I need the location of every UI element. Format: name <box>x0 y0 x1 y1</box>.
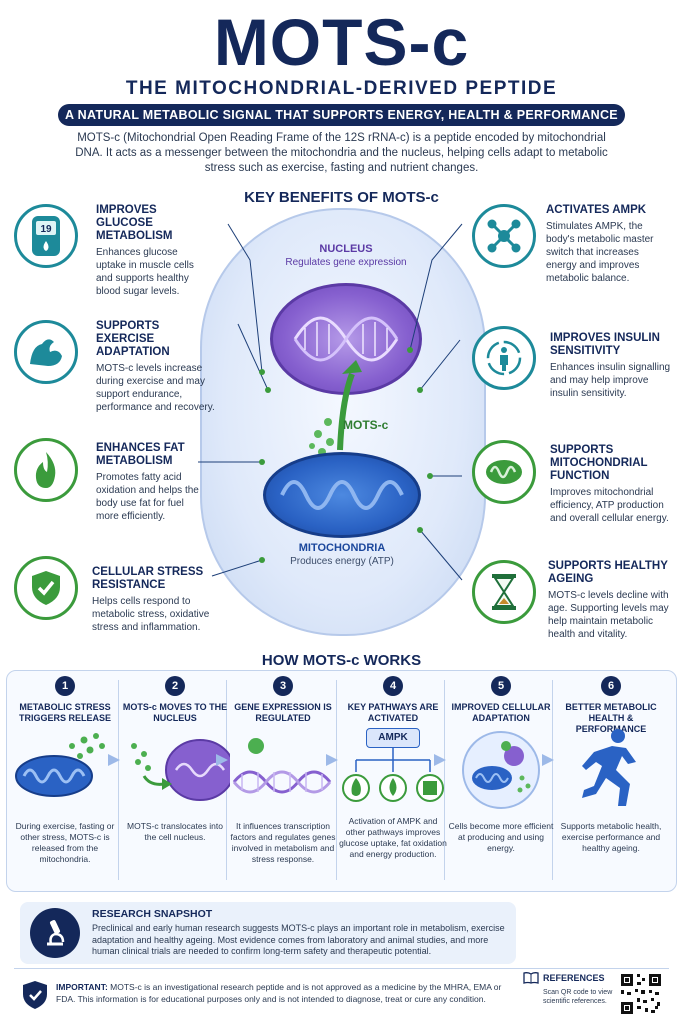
research-text: Preclinical and early human research sug… <box>92 923 505 956</box>
benefit-text: MOTS-c levels increase during exercise a… <box>96 363 215 413</box>
step-text: Supports metabolic health, exercise perf… <box>560 821 662 853</box>
step-arrows <box>108 754 554 766</box>
mitochondria-sublabel: Produces energy (ATP) <box>290 556 394 567</box>
intro-paragraph: MOTS-c (Mitochondrial Open Reading Frame… <box>75 132 608 174</box>
glucose-reading: 19 <box>40 224 52 235</box>
cristae-icon <box>280 480 404 510</box>
peptide-label: MOTS-c <box>343 418 389 432</box>
benefit-text: Enhances insulin signalling and may help… <box>550 362 671 399</box>
mitochondria-icon <box>472 440 536 504</box>
step-number: 3 <box>273 676 293 696</box>
benefit-text: MOTS-c levels decline with age. Supporti… <box>548 590 669 640</box>
gene-dna-icon <box>232 738 332 794</box>
microscope-icon <box>30 908 80 958</box>
flame-icon <box>14 438 78 502</box>
step-number: 1 <box>55 676 75 696</box>
adapted-cell-icon <box>462 731 540 809</box>
page-subtitle: THE MITOCHONDRIAL-DERIVED PEPTIDE <box>125 78 558 99</box>
shield-check-icon <box>14 556 78 620</box>
flexed-arm-icon <box>14 320 78 384</box>
molecule-icon <box>472 204 536 268</box>
important-label: IMPORTANT: <box>56 982 108 992</box>
step-number: 2 <box>165 676 185 696</box>
step-title: BETTER METABOLIC HEALTH & PERFORMANCE <box>565 702 657 734</box>
ampk-badge: AMPK <box>366 728 420 748</box>
book-icon <box>523 972 539 984</box>
step-3: 3 GENE EXPRESSION IS REGULATED It influe… <box>228 676 338 886</box>
step-number: 6 <box>601 676 621 696</box>
benefit-title: SUPPORTS MITOCHONDRIAL FUNCTION <box>550 444 648 482</box>
references-title: REFERENCES <box>543 973 605 983</box>
step-title: METABOLIC STRESS TRIGGERS RELEASE <box>18 702 111 723</box>
step-4: 4 KEY PATHWAYS ARE ACTIVATED AMPK Activa… <box>338 676 448 886</box>
benefit-title: ACTIVATES AMPK <box>546 204 647 216</box>
nucleus-label: NUCLEUS <box>319 243 373 255</box>
step-text: Cells become more efficient at producing… <box>448 821 554 853</box>
nucleus-sublabel: Regulates gene expression <box>285 257 407 268</box>
connector-lines <box>198 223 463 581</box>
benefit-text: Enhances glucose uptake in muscle cells … <box>96 247 194 297</box>
important-notice: IMPORTANT: MOTS-c is an investigational … <box>56 982 506 1005</box>
step-title: IMPROVED CELLULAR ADAPTATION <box>451 702 551 723</box>
step-text: Activation of AMPK and other pathways im… <box>339 816 447 859</box>
step-5: 5 IMPROVED CELLULAR ADAPTATION Cells bec… <box>446 676 556 886</box>
step-2: 2 MOTS-c MOVES TO THE NUCLEUS MOTS-c tra… <box>120 676 235 886</box>
benefit-title: IMPROVES INSULIN SENSITIVITY <box>550 332 660 357</box>
shield-icon <box>22 980 48 1010</box>
step-text: It influences transcription factors and … <box>230 821 336 864</box>
mitochondria-shape <box>263 452 421 538</box>
benefit-text: Helps cells respond to metabolic stress,… <box>92 596 210 633</box>
step-title: KEY PATHWAYS ARE ACTIVATED <box>347 702 439 723</box>
tagline-banner: A NATURAL METABOLIC SIGNAL THAT SUPPORTS… <box>58 104 625 126</box>
mitochondria-label: MITOCHONDRIA <box>298 542 386 554</box>
mitochondria-release-icon <box>15 733 105 797</box>
benefits-heading: KEY BENEFITS OF MOTS-c <box>244 189 439 206</box>
references-text: Scan QR code to view scientific referenc… <box>543 989 613 1005</box>
glucose-meter-icon: 19 <box>14 204 78 268</box>
step-6: 6 BETTER METABOLIC HEALTH & PERFORMANCE … <box>556 676 666 886</box>
benefit-title: SUPPORTS EXERCISE ADAPTATION <box>96 320 170 358</box>
person-cycle-icon <box>472 326 536 390</box>
step-number: 5 <box>491 676 511 696</box>
benefit-title: IMPROVES GLUCOSE METABOLISM <box>96 204 173 242</box>
step-text: During exercise, fasting or other stress… <box>15 821 115 864</box>
references-block: REFERENCES Scan QR code to view scientif… <box>523 972 613 1006</box>
step-title: MOTS-c MOVES TO THE NUCLEUS <box>122 702 228 723</box>
benefit-text: Promotes fatty acid oxidation and helps … <box>96 472 199 522</box>
benefit-title: SUPPORTS HEALTHY AGEING <box>548 560 668 585</box>
dna-icon <box>293 316 399 362</box>
footer-divider <box>14 968 669 969</box>
runner-icon <box>582 729 636 806</box>
step-title: GENE EXPRESSION IS REGULATED <box>234 702 332 723</box>
nucleus-shape <box>270 283 422 395</box>
important-text: MOTS-c is an investigational research pe… <box>56 982 502 1004</box>
research-snapshot: RESEARCH SNAPSHOT Preclinical and early … <box>20 902 516 964</box>
step-1: 1 METABOLIC STRESS TRIGGERS RELEASE Duri… <box>10 676 120 886</box>
how-heading: HOW MOTS-c WORKS <box>261 652 422 669</box>
steps-panel <box>6 670 677 892</box>
benefit-title: CELLULAR STRESS RESISTANCE <box>92 566 204 591</box>
qr-code-icon[interactable] <box>619 972 663 1016</box>
pathways-diagram: AMPK <box>338 726 448 810</box>
step-text: MOTS-c translocates into the cell nucleu… <box>127 821 223 842</box>
benefit-text: Improves mitochondrial efficiency, ATP p… <box>550 487 669 524</box>
step-number: 4 <box>383 676 403 696</box>
benefit-title: ENHANCES FAT METABOLISM <box>96 442 185 467</box>
research-title: RESEARCH SNAPSHOT <box>92 908 213 920</box>
hourglass-icon <box>472 560 536 624</box>
benefit-text: Stimulates AMPK, the body's metabolic ma… <box>546 221 654 284</box>
page-title: MOTS-c <box>213 5 470 79</box>
